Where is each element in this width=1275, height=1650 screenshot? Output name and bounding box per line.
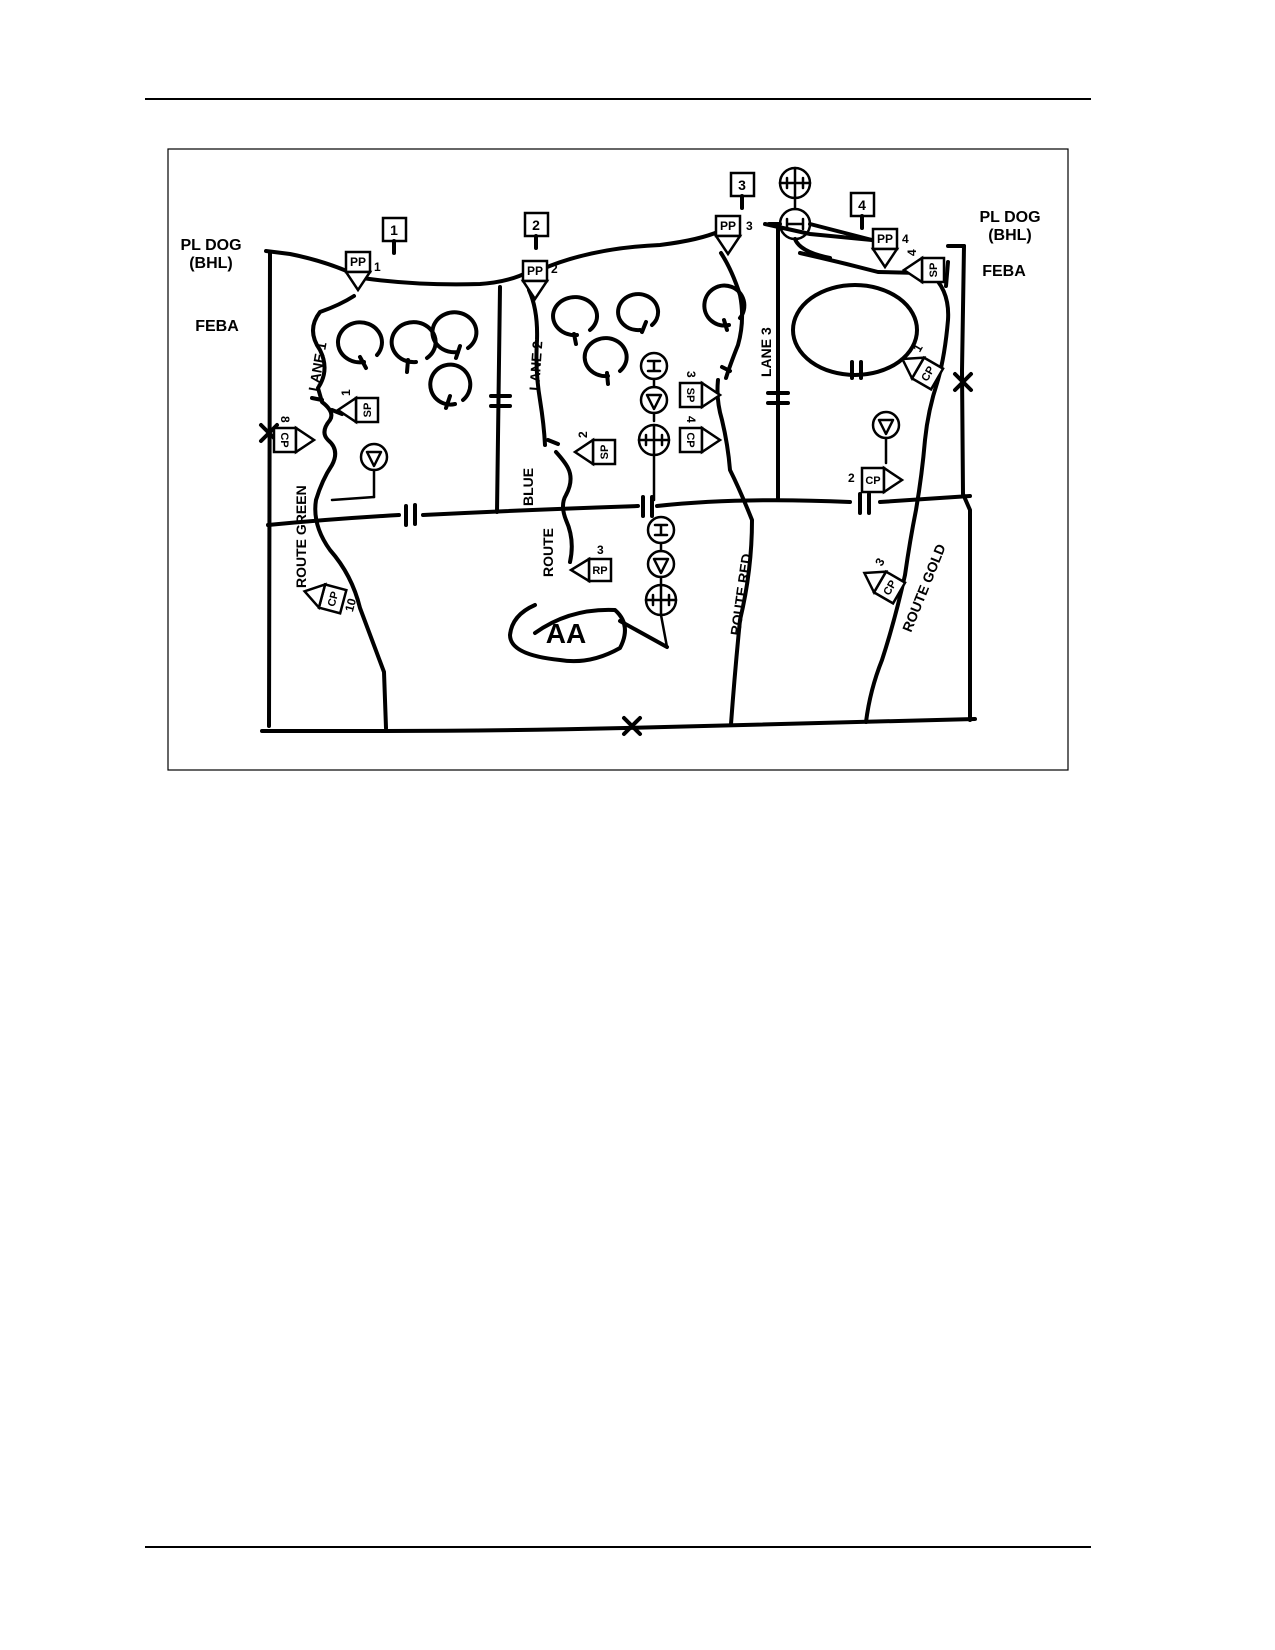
- svg-text:PP: PP: [877, 232, 893, 246]
- svg-text:SP: SP: [362, 403, 374, 418]
- svg-text:SP: SP: [599, 445, 611, 460]
- unit-box-icon: 2: [523, 211, 550, 250]
- svg-text:PP: PP: [350, 255, 366, 269]
- svg-text:3: 3: [684, 371, 698, 378]
- terrain-features: [335, 283, 919, 664]
- feba-right-label: FEBA: [982, 263, 1026, 280]
- lane-3-label: LANE 3: [758, 327, 774, 377]
- cp-8: CP 8: [272, 416, 317, 455]
- unit-boxes: 1 2 3 4: [381, 171, 876, 255]
- svg-text:CP: CP: [278, 432, 290, 447]
- figure-frame: [167, 148, 1069, 771]
- feba-left-label: FEBA: [195, 318, 239, 335]
- antenna-circle-icon: [330, 442, 389, 502]
- pp-4: PP 4: [870, 227, 909, 270]
- boundary-lines: [260, 222, 977, 733]
- antenna-circle-icon: [871, 410, 901, 465]
- svg-text:PP: PP: [527, 264, 543, 278]
- svg-text:3: 3: [872, 555, 888, 568]
- svg-text:CP: CP: [865, 475, 880, 487]
- rp-3: RP 3: [568, 543, 613, 584]
- route-green-label: ROUTE GREEN: [293, 485, 309, 588]
- assembly-area-label: AA: [546, 618, 586, 649]
- svg-text:SP: SP: [928, 263, 940, 278]
- svg-text:3: 3: [746, 219, 753, 233]
- bhl-right-label: (BHL): [988, 227, 1032, 244]
- svg-text:1: 1: [374, 260, 381, 274]
- unit-3-label: 3: [738, 177, 746, 193]
- svg-text:SP: SP: [684, 388, 696, 403]
- unit-1-label: 1: [390, 222, 398, 238]
- sp-2: SP 2: [572, 431, 617, 467]
- sp-3: SP 3: [678, 371, 723, 410]
- route-blue-label-2: ROUTE: [540, 528, 556, 577]
- pl-dog-left-label: PL DOG: [180, 237, 241, 254]
- top-rule: [145, 98, 1091, 100]
- sp-1: SP 1: [335, 389, 380, 425]
- bottom-rule: [145, 1546, 1091, 1548]
- svg-text:CP: CP: [684, 432, 696, 447]
- svg-text:1: 1: [339, 389, 353, 396]
- svg-text:4: 4: [684, 416, 698, 423]
- svg-text:3: 3: [597, 543, 604, 557]
- sensor-stack-lower: [644, 515, 678, 649]
- upright-points: PP 1 PP 2 PP 3 PP 4 RP 3: [343, 214, 909, 584]
- pp-3: PP 3: [713, 214, 753, 257]
- obstacle-markers: [404, 391, 871, 527]
- route-lines: [310, 251, 951, 730]
- cp-1: CP 1: [900, 341, 945, 392]
- unit-2-label: 2: [532, 217, 540, 233]
- sensor-stack: [637, 351, 671, 502]
- svg-text:10: 10: [342, 596, 359, 613]
- route-red-label: ROUTE RED: [727, 553, 754, 637]
- svg-text:4: 4: [902, 232, 909, 246]
- sp-4: SP 4: [901, 249, 946, 285]
- circle-symbols: [330, 166, 901, 649]
- unit-box-icon: 1: [381, 216, 408, 255]
- svg-text:1: 1: [910, 341, 926, 354]
- svg-text:8: 8: [278, 416, 292, 423]
- route-blue-label-1: BLUE: [520, 468, 536, 506]
- sensor-stack-top: [778, 166, 874, 260]
- svg-text:CP: CP: [326, 590, 342, 608]
- svg-text:4: 4: [905, 249, 919, 256]
- cp-4: CP 4: [678, 416, 723, 455]
- svg-text:2: 2: [551, 262, 558, 276]
- rotated-points: SP 1 SP 2 SP 3 SP 4 CP 4: [272, 249, 946, 615]
- bhl-left-label: (BHL): [189, 255, 233, 272]
- unit-box-icon: 4: [849, 191, 876, 230]
- cp-10: CP 10: [302, 582, 359, 615]
- svg-text:2: 2: [576, 431, 590, 438]
- lane-2-label: LANE 2: [526, 340, 545, 391]
- pl-dog-right-label: PL DOG: [979, 209, 1040, 226]
- svg-text:2: 2: [848, 471, 855, 485]
- svg-text:RP: RP: [592, 565, 607, 577]
- unit-4-label: 4: [858, 197, 866, 213]
- x-mark-icon: [953, 372, 973, 392]
- cp-2: CP 2: [848, 465, 905, 495]
- pp-1: PP 1: [343, 250, 381, 293]
- pp-2: PP 2: [520, 259, 558, 302]
- x-mark-icon: [622, 716, 642, 736]
- svg-text:PP: PP: [720, 219, 736, 233]
- x-marks: [259, 372, 973, 736]
- unit-box-icon: 3: [729, 171, 756, 210]
